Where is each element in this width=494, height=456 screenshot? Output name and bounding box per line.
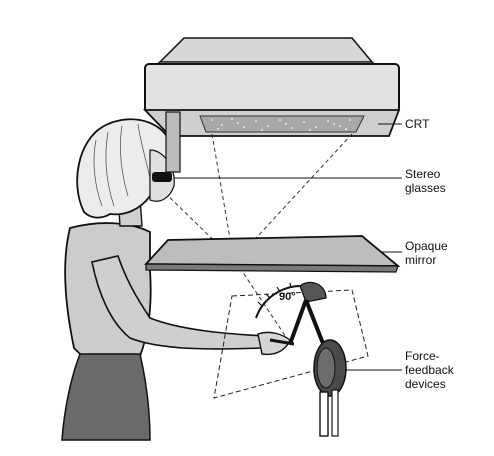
crt-monitor [145, 38, 399, 136]
device-link-upper [290, 300, 306, 344]
crt-hood [160, 38, 372, 62]
device-upper-cap [300, 282, 326, 302]
device-stand [320, 392, 328, 436]
mirror-top [146, 236, 398, 266]
crt-support-post [166, 112, 180, 172]
user-pants [62, 354, 150, 440]
stereo-glasses-label-line1: Stereo [405, 167, 441, 181]
device-link-lower [306, 300, 324, 346]
crt-housing [145, 64, 399, 112]
opaque-mirror-label-line2: mirror [405, 253, 436, 267]
mirror-edge [146, 264, 398, 272]
stereo-glasses-shape [152, 172, 172, 182]
stereo-glasses-label-line2: glasses [405, 181, 446, 195]
crt-label: CRT [405, 117, 430, 131]
crt-screen [200, 116, 364, 132]
opaque-mirror-label-line1: Opaque [405, 239, 448, 253]
opaque-mirror [146, 236, 398, 272]
force-feedback-label-line1: Force- [405, 349, 440, 363]
force-feedback-device [214, 282, 368, 436]
device-motor-face [317, 348, 335, 388]
force-feedback-label-line3: devices [405, 377, 446, 391]
device-stand-2 [332, 390, 338, 436]
force-feedback-label-line2: feedback [405, 363, 455, 377]
angle-label: 90° [279, 291, 296, 303]
